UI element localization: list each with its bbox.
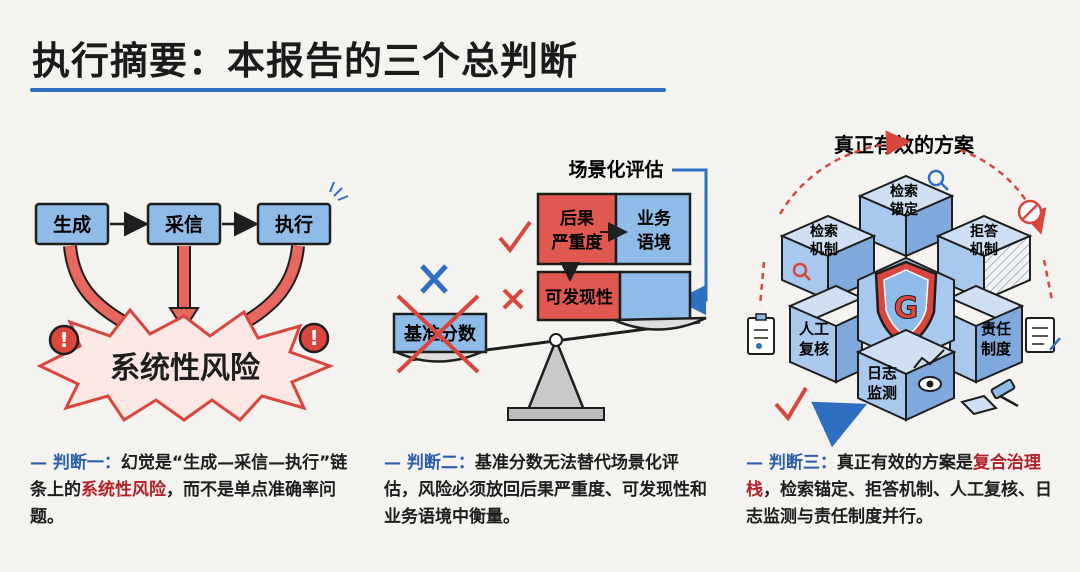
- piece-blank: [618, 270, 692, 322]
- check-icon: [498, 220, 532, 254]
- caption-2-text: 基准分数无法替代场景化评估，风险必须放回后果严重度、可发现性和业务语境中衡量。: [384, 453, 707, 527]
- cross-icon-blue: [420, 264, 448, 294]
- cube-retrieval-anchor: 检索 锚定: [857, 169, 955, 258]
- gavel-icon: [960, 378, 1019, 416]
- caption-1-text2: ，而不是单点准确率问题。: [30, 480, 336, 527]
- piece-detect-label: 可发现性: [545, 287, 613, 308]
- magnifier-icon: [792, 262, 808, 278]
- cube-midleft-line2: 复核: [798, 340, 829, 358]
- piece-context: 业务 语境: [614, 192, 692, 266]
- orbit-arrow-right: [1042, 259, 1054, 301]
- panel-3-stack: 真正有效的方案 检索 锚定 检索 机制: [747, 130, 1061, 448]
- cube-left-line2: 机制: [810, 241, 838, 258]
- node-generate-label: 生成: [53, 213, 91, 236]
- flow-arrow-blue: [811, 401, 868, 448]
- svg-text:!: !: [309, 326, 318, 350]
- caption-3-text2: ，检索锚定、拒答机制、人工复核、日志监测与责任制度并行。: [746, 480, 1052, 527]
- caption-1-highlight: 系统性风险: [81, 480, 166, 500]
- orbit-arrow-top-right: [959, 148, 1047, 235]
- cube-bottom-line2: 监测: [867, 384, 897, 402]
- caption-1-lead: — 判断一：: [30, 453, 121, 473]
- scale-pan-right: [613, 316, 707, 331]
- caption-3-text1: 真正有效的方案是: [836, 453, 973, 473]
- solution-heading: 真正有效的方案: [834, 133, 975, 157]
- cube-retrieval-mechanism: 检索 机制: [779, 214, 877, 302]
- caption-3-lead: — 判断三：: [746, 453, 837, 473]
- cube-top-line2: 锚定: [890, 201, 918, 218]
- caption-judgment-1: — 判断一：幻觉是“生成—采信—执行”链条上的系统性风险，而不是单点准确率问题。: [30, 450, 350, 531]
- node-adopt-label: 采信: [165, 213, 203, 236]
- scale-stand: [526, 336, 586, 412]
- cube-center-shield: G: [857, 256, 955, 364]
- orbit-arrow-left: [758, 261, 766, 307]
- node-generate: 生成: [34, 202, 110, 246]
- risk-burst: [36, 307, 335, 423]
- clipboard-icon: [747, 313, 775, 355]
- panel-2-scale: 场景化评估 后果 严重度 业务 语境 可发现性: [392, 158, 708, 421]
- caption-1-text1: 幻觉是“生成—采信—执行”链条上的: [30, 453, 348, 500]
- orbit-arrow-top-left: [778, 130, 911, 215]
- node-execute: 执行: [256, 202, 332, 246]
- caption-3-highlight: 复合治理栈: [746, 453, 1041, 500]
- piece-detect: 可发现性: [536, 270, 622, 322]
- trend-icon: [913, 349, 945, 369]
- scale-base: [507, 407, 605, 421]
- cross-icon-small: [502, 288, 524, 310]
- cube-right-line1: 拒答: [970, 223, 999, 240]
- piece-severity-line2: 严重度: [552, 232, 604, 253]
- node-execute-label: 执行: [275, 213, 313, 236]
- scene-label: 场景化评估: [568, 158, 663, 181]
- scene-loop-arrow: [672, 168, 708, 315]
- cube-midright-line2: 制度: [981, 340, 1012, 358]
- caption-judgment-2: — 判断二：基准分数无法替代场景化评估，风险必须放回后果严重度、可发现性和业务语…: [384, 450, 710, 531]
- node-adopt: 采信: [146, 202, 222, 246]
- shield-letter: G: [894, 291, 919, 326]
- cube-log-monitoring: 日志 监测: [855, 328, 957, 422]
- piece-severity-line1: 后果: [560, 209, 594, 229]
- cube-accountability: 责任 制度: [947, 284, 1025, 384]
- title-underline: [30, 88, 666, 92]
- piece-severity: 后果 严重度: [536, 192, 618, 266]
- search-icon: [927, 169, 945, 187]
- caption-2-lead: — 判断二：: [384, 453, 475, 473]
- cube-midright-line1: 责任: [981, 320, 1011, 338]
- cube-right-line2: 机制: [970, 241, 998, 258]
- spark-lines: [329, 181, 349, 201]
- document-icon: [1025, 317, 1061, 353]
- check-icon-panel3: [774, 386, 808, 422]
- cube-midleft-line1: 人工: [799, 320, 829, 338]
- baseline-cross-icon: [396, 294, 480, 374]
- svg-text:!: !: [59, 328, 68, 352]
- warning-icon-left: !: [48, 324, 80, 356]
- cube-human-review: 人工 复核: [787, 284, 865, 384]
- piece-context-line1: 业务: [637, 208, 672, 229]
- risk-label: 系统性风险: [110, 351, 261, 386]
- cube-bottom-line1: 日志: [867, 364, 897, 382]
- cube-left-line1: 检索: [810, 223, 838, 240]
- panel-1-flow: 生成 采信 执行 系统性风险 ! !: [34, 181, 349, 423]
- cube-top-line1: 检索: [890, 183, 918, 200]
- piece-context-line2: 语境: [637, 232, 671, 253]
- page-title: 执行摘要：本报告的三个总判断: [32, 39, 579, 83]
- warning-icon-right: !: [298, 322, 330, 354]
- caption-judgment-3: — 判断三：真正有效的方案是复合治理栈，检索锚定、拒答机制、人工复核、日志监测与…: [746, 450, 1066, 531]
